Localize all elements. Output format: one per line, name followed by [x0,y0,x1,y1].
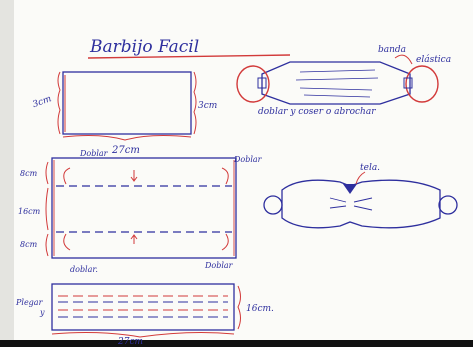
label-fold-bottom-left: doblar. [70,265,98,274]
label-fold-top-left: Doblar [79,149,109,158]
step1-bottom-dim: 27cm [111,145,140,156]
step3-right-dim: 16cm. [246,304,274,314]
elastic-label: elástica [416,54,451,65]
sew-instruction: doblar y coser o abrochar [258,107,376,117]
step2-dim-bottom: 8cm [20,240,38,249]
band-label: banda [378,45,406,55]
fabric-label: tela. [360,163,380,173]
label-fold-bottom-right: Doblar [204,261,234,270]
step3-y-label: y [39,308,45,317]
step3-plegar-label: Plegar [15,298,44,307]
step1-right-dim: 3cm [198,101,217,111]
bottom-scan-edge [0,340,473,347]
label-fold-top-right: Doblar [233,155,263,164]
step2-dim-top: 8cm [20,169,38,178]
step3-bottom-dim: 27cm [117,337,143,347]
paper-edge-shadow [0,0,14,347]
page-title: Barbijo Facil [89,37,199,57]
step2-dim-middle: 16cm [18,207,41,216]
